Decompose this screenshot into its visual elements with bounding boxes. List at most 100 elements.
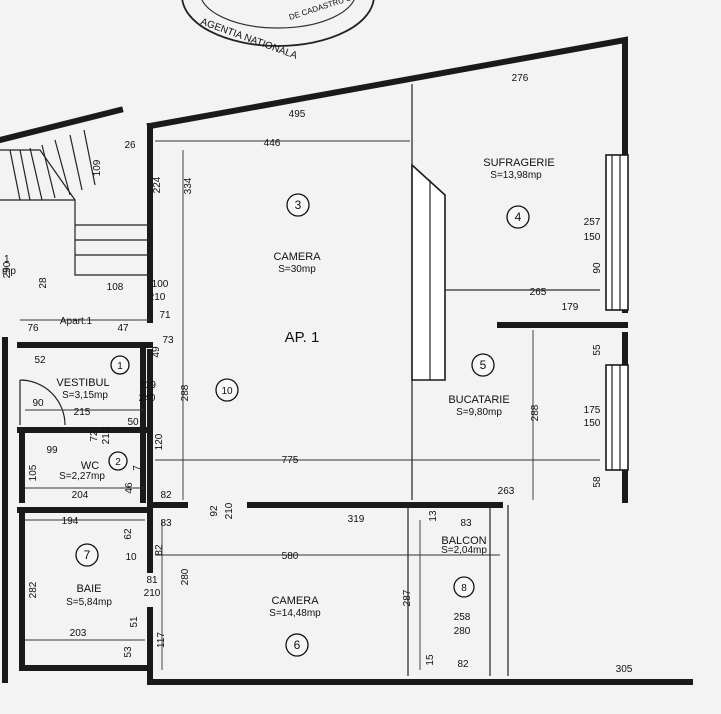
room-2-name: WC bbox=[81, 460, 99, 472]
dim-55: 55 bbox=[592, 344, 603, 356]
dim-76: 76 bbox=[27, 323, 39, 334]
staircase bbox=[0, 129, 150, 276]
dim-28: 28 bbox=[38, 277, 49, 289]
room-1-area: S=3,15mp bbox=[62, 390, 108, 401]
dim-210d: 210 bbox=[144, 588, 161, 599]
room-7-name: BAIE bbox=[76, 583, 101, 595]
left-partial-labels: 1 mp bbox=[2, 254, 16, 277]
dim-109: 109 bbox=[92, 159, 103, 176]
dim-117: 117 bbox=[156, 632, 167, 648]
room-2-number: 2 bbox=[115, 457, 121, 468]
partial-290: 290 bbox=[2, 261, 13, 278]
partial-mp: mp bbox=[2, 266, 16, 277]
dim-179: 179 bbox=[562, 302, 579, 313]
dim-215: 215 bbox=[74, 407, 91, 418]
room-4-name: SUFRAGERIE bbox=[483, 157, 555, 169]
room-6-area: S=14,48mp bbox=[269, 608, 321, 619]
dim-90a: 90 bbox=[32, 398, 44, 409]
dim-276: 276 bbox=[512, 73, 529, 84]
dim-47: 47 bbox=[117, 323, 129, 334]
dim-46: 46 bbox=[124, 482, 135, 494]
room-4-number: 4 bbox=[515, 210, 522, 224]
room-4-area: S=13,98mp bbox=[490, 170, 542, 181]
dim-224: 224 bbox=[152, 176, 163, 193]
partial-1: 1 bbox=[4, 254, 10, 265]
dim-175: 175 bbox=[584, 405, 601, 416]
dim-288b: 288 bbox=[530, 404, 541, 421]
room-10-number: 10 bbox=[221, 386, 233, 397]
room-5-name: BUCATARIE bbox=[448, 394, 509, 406]
dim-83b: 83 bbox=[460, 518, 472, 529]
dim-210c: 210 bbox=[224, 502, 235, 519]
dim-73: 73 bbox=[162, 335, 174, 346]
dim-71: 71 bbox=[159, 310, 171, 321]
dim-280b: 280 bbox=[454, 626, 471, 637]
apartment-tag: Apart.1 bbox=[60, 316, 93, 327]
dim-72: 72 bbox=[89, 430, 100, 442]
room-8-area: S=2,04mp bbox=[441, 545, 487, 556]
dim-15: 15 bbox=[425, 654, 436, 666]
dim-50: 50 bbox=[127, 417, 139, 428]
dim-305: 305 bbox=[616, 664, 633, 675]
dim-280: 280 bbox=[180, 568, 191, 585]
dim-210a: 210 bbox=[149, 292, 166, 303]
dim-194: 194 bbox=[62, 516, 79, 527]
room-1-number: 1 bbox=[117, 361, 123, 372]
interior-walls bbox=[17, 84, 628, 676]
fireplace-block bbox=[411, 163, 446, 381]
dim-446: 446 bbox=[264, 138, 281, 149]
dim-775: 775 bbox=[282, 455, 299, 466]
dim-265: 265 bbox=[530, 287, 547, 298]
dim-204: 204 bbox=[72, 490, 89, 501]
dim-53: 53 bbox=[123, 646, 134, 658]
room-8-number: 8 bbox=[461, 583, 467, 594]
room-3-area: S=30mp bbox=[278, 264, 316, 275]
dim-62: 62 bbox=[123, 528, 134, 540]
room-labels: VESTIBUL S=3,15mp WC S=2,27mp CAMERA S=3… bbox=[56, 157, 554, 619]
dim-287: 287 bbox=[402, 589, 413, 606]
door-swing bbox=[19, 379, 66, 426]
dim-210b: 210 bbox=[101, 427, 112, 444]
dim-240: 240 bbox=[139, 393, 156, 404]
room-7-area: S=5,84mp bbox=[66, 597, 112, 608]
dim-26: 26 bbox=[124, 140, 136, 151]
room-3-name: CAMERA bbox=[273, 251, 321, 263]
room-6-name: CAMERA bbox=[271, 595, 319, 607]
plan-title: AP. 1 bbox=[285, 329, 320, 346]
dim-58: 58 bbox=[592, 476, 603, 488]
dim-257: 257 bbox=[584, 217, 601, 228]
dim-10: 10 bbox=[125, 552, 137, 563]
dimension-labels: 495 446 276 26 108 100 210 71 47 76 73 5… bbox=[27, 73, 632, 675]
dim-51: 51 bbox=[129, 616, 140, 628]
room-3-number: 3 bbox=[295, 198, 302, 212]
dim-49: 49 bbox=[151, 346, 162, 358]
room-1-name: VESTIBUL bbox=[56, 377, 109, 389]
dim-82c: 82 bbox=[457, 659, 469, 670]
dim-334: 334 bbox=[183, 177, 194, 194]
room-5-number: 5 bbox=[480, 358, 487, 372]
dim-82a: 82 bbox=[160, 490, 172, 501]
dim-203: 203 bbox=[70, 628, 87, 639]
dim-99: 99 bbox=[46, 445, 58, 456]
room-6-number: 6 bbox=[294, 638, 301, 652]
vertical-dimension-labels: 109 224 334 28 49 288 72 210 120 105 7 4… bbox=[2, 159, 603, 665]
room-markers bbox=[75, 193, 530, 657]
dim-580: 580 bbox=[282, 551, 299, 562]
dim-83a: 83 bbox=[160, 518, 172, 529]
dim-52: 52 bbox=[34, 355, 46, 366]
dim-258: 258 bbox=[454, 612, 471, 623]
room-2-area: S=2,27mp bbox=[59, 471, 105, 482]
dim-263: 263 bbox=[498, 486, 515, 497]
dim-120: 120 bbox=[154, 433, 165, 450]
dim-288a: 288 bbox=[180, 384, 191, 401]
dim-81: 81 bbox=[146, 575, 158, 586]
dim-82b: 82 bbox=[154, 544, 165, 556]
room-marker-labels: 1 2 3 4 5 6 7 8 10 bbox=[84, 198, 522, 652]
dim-282: 282 bbox=[28, 581, 39, 598]
dim-150b: 150 bbox=[584, 418, 601, 429]
dimension-lines bbox=[20, 140, 600, 670]
dim-495: 495 bbox=[289, 109, 306, 120]
room-8-name: BALCON bbox=[441, 535, 486, 547]
right-windows bbox=[605, 154, 629, 471]
